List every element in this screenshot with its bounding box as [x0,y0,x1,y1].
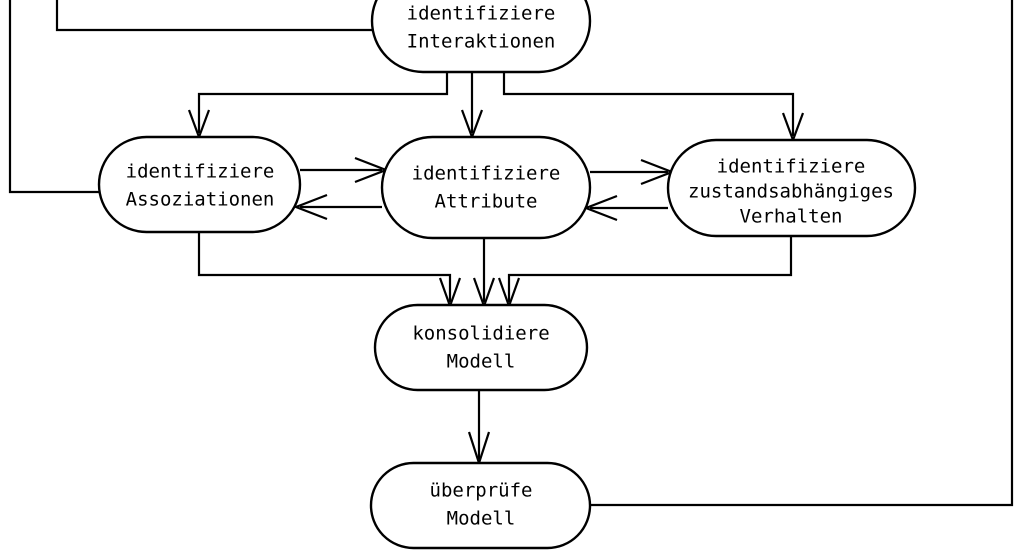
edge-verhalten-konsolidiere [507,236,793,302]
node-konsolidiere-line2: Modell [447,351,516,373]
node-assoziationen-shape [97,135,302,234]
node-konsolidiere-line1: konsolidiere [412,323,549,345]
node-ueberpruefe-line2: Modell [447,508,516,530]
node-ueberpruefe[interactable]: überprüfe Modell [369,461,592,550]
node-interaktionen[interactable]: identifiziere Interaktionen [370,0,592,74]
edge-ueberpruefe-right-feedback [590,0,1014,507]
node-konsolidiere-shape [373,303,589,392]
node-verhalten-line3: Verhalten [740,206,843,228]
edge-offscreen-left-feedback-interaktionen [55,0,372,32]
node-interaktionen-line2: Interaktionen [407,31,556,53]
edge-interaktionen-assoziationen [197,72,449,133]
arrowhead-attribute-assoziationen [292,193,328,221]
node-verhalten-line1: identifiziere [717,156,866,178]
node-attribute-line2: Attribute [435,191,538,213]
edge-assoziationen-konsolidiere [197,232,452,302]
node-attribute-shape [380,135,592,240]
node-assoziationen-line2: Assoziationen [126,189,275,211]
node-verhalten-line2: zustandsabhängiges [688,181,894,203]
node-konsolidiere[interactable]: konsolidiere Modell [373,303,589,392]
node-verhalten[interactable]: identifiziere zustandsabhängiges Verhalt… [666,138,917,238]
node-attribute[interactable]: identifiziere Attribute [380,135,592,240]
node-verhalten-shape [666,138,917,238]
node-interaktionen-line1: identifiziere [407,3,556,25]
edge-offscreen-left-feedback-assoziationen [8,0,99,194]
node-interaktionen-shape [370,0,592,74]
node-assoziationen-line1: identifiziere [126,161,275,183]
edge-interaktionen-verhalten [502,72,795,136]
node-ueberpruefe-shape [369,461,592,550]
node-attribute-line1: identifiziere [412,163,561,185]
node-ueberpruefe-line1: überprüfe [430,480,533,502]
node-assoziationen[interactable]: identifiziere Assoziationen [97,135,302,234]
